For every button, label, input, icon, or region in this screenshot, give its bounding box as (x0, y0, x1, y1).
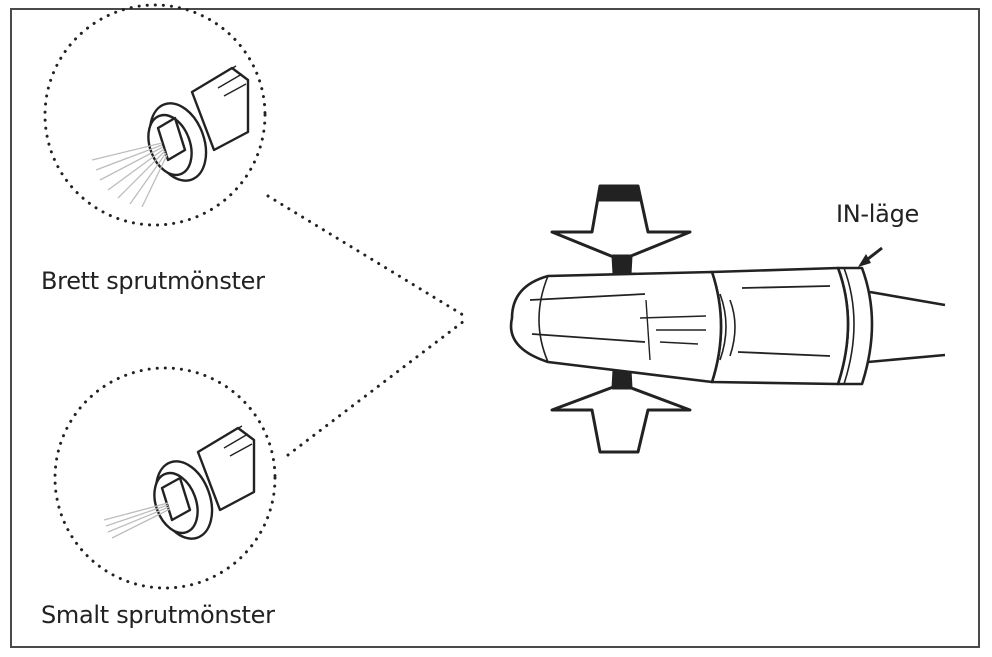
narrow-spray-pattern-label: Smalt sprutmönster (41, 601, 275, 629)
rotate-arrow-top (550, 184, 692, 276)
narrow-pattern-callout-circle (53, 366, 277, 590)
wide-spray-pattern-label: Brett sprutmönster (41, 267, 265, 295)
in-position-pointer-arrow (858, 246, 883, 267)
in-position-label: IN-läge (836, 200, 919, 228)
wide-pattern-leader-line (266, 194, 470, 320)
wide-pattern-callout-circle (43, 3, 267, 227)
narrow-spray-nozzle-detail (103, 425, 256, 540)
wide-spray-nozzle-detail (91, 65, 250, 208)
rotate-arrow-bottom (550, 368, 692, 454)
narrow-pattern-leader-line (286, 316, 470, 457)
spray-nozzle-body (509, 266, 946, 386)
